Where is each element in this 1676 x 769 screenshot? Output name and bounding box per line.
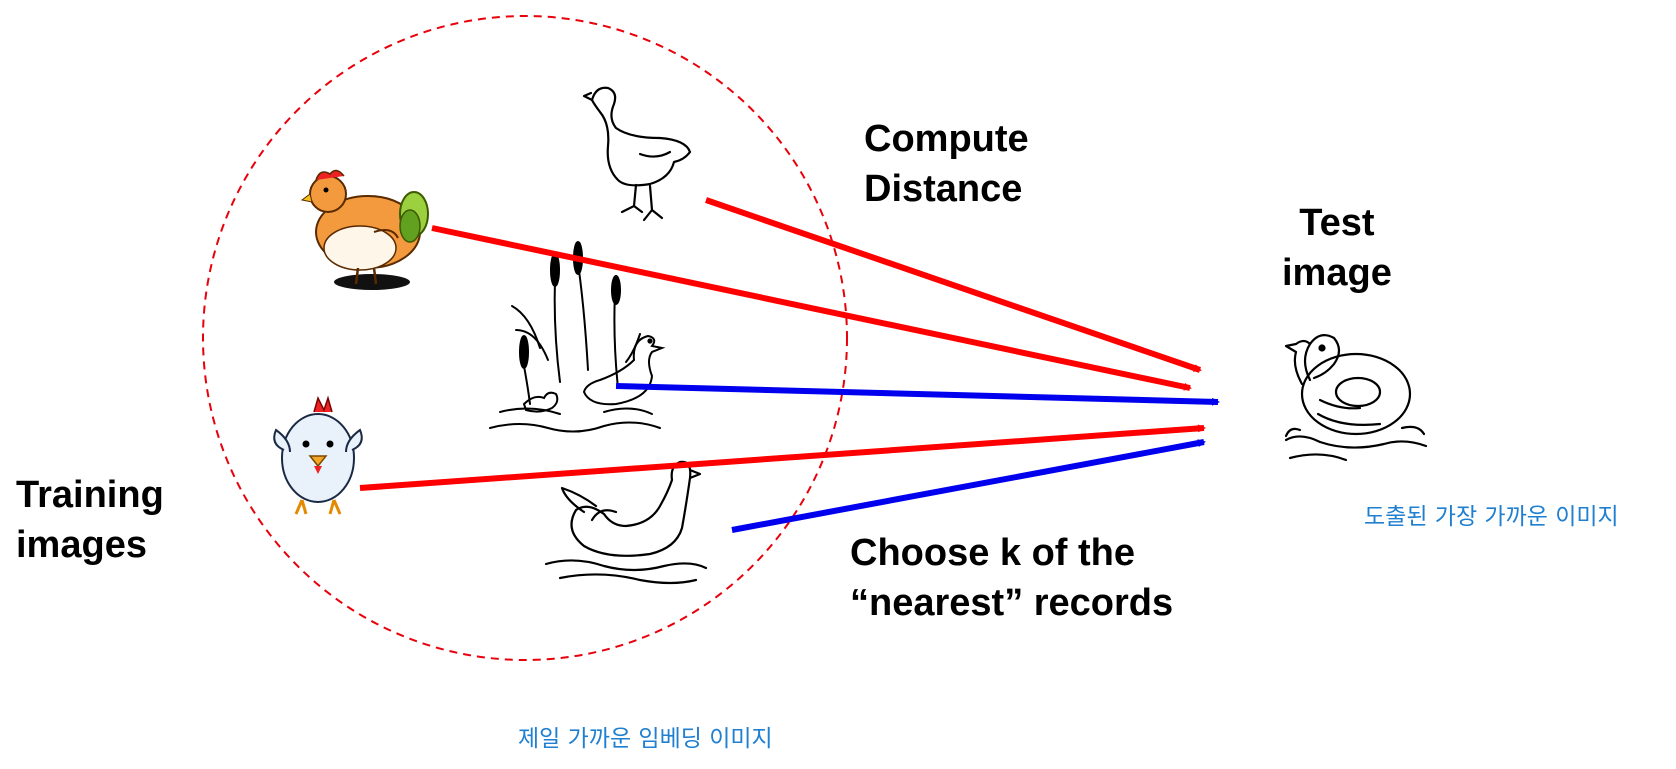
- neighborhood-circle: [202, 15, 848, 661]
- arrow-goose-to-test: [705, 197, 1202, 373]
- choose-line-1: Choose k of the: [850, 532, 1136, 574]
- chick-icon: [273, 395, 363, 515]
- training-images-label: Training images: [16, 470, 164, 570]
- arrow-swan-to-test: [731, 439, 1206, 533]
- training-line-2: images: [16, 524, 147, 566]
- compute-line-2: Distance: [864, 168, 1023, 210]
- arrow-ducks-to-test: [615, 383, 1220, 406]
- distance-arrows: [359, 197, 1220, 533]
- hen-icon: [300, 169, 429, 290]
- swan-icon: [544, 460, 708, 585]
- rubber-duck-icon: [1284, 333, 1428, 462]
- arrow-chick-to-test: [359, 424, 1206, 491]
- test-line-1: Test: [1299, 202, 1375, 244]
- choose-line-2: “nearest” records: [850, 582, 1174, 624]
- choose-k-label: Choose k of the “nearest” records: [850, 528, 1173, 628]
- training-line-1: Training: [16, 474, 164, 516]
- nearest-embedding-caption: 제일 가까운 임베딩 이미지: [518, 726, 773, 752]
- test-image-label: Test image: [1282, 198, 1392, 298]
- test-line-2: image: [1282, 252, 1392, 294]
- compute-distance-label: Compute Distance: [864, 114, 1029, 214]
- goose-icon: [582, 86, 692, 222]
- arrow-hen-to-test: [431, 225, 1192, 391]
- compute-line-1: Compute: [864, 118, 1029, 160]
- nearest-result-caption: 도출된 가장 가까운 이미지: [1364, 504, 1619, 530]
